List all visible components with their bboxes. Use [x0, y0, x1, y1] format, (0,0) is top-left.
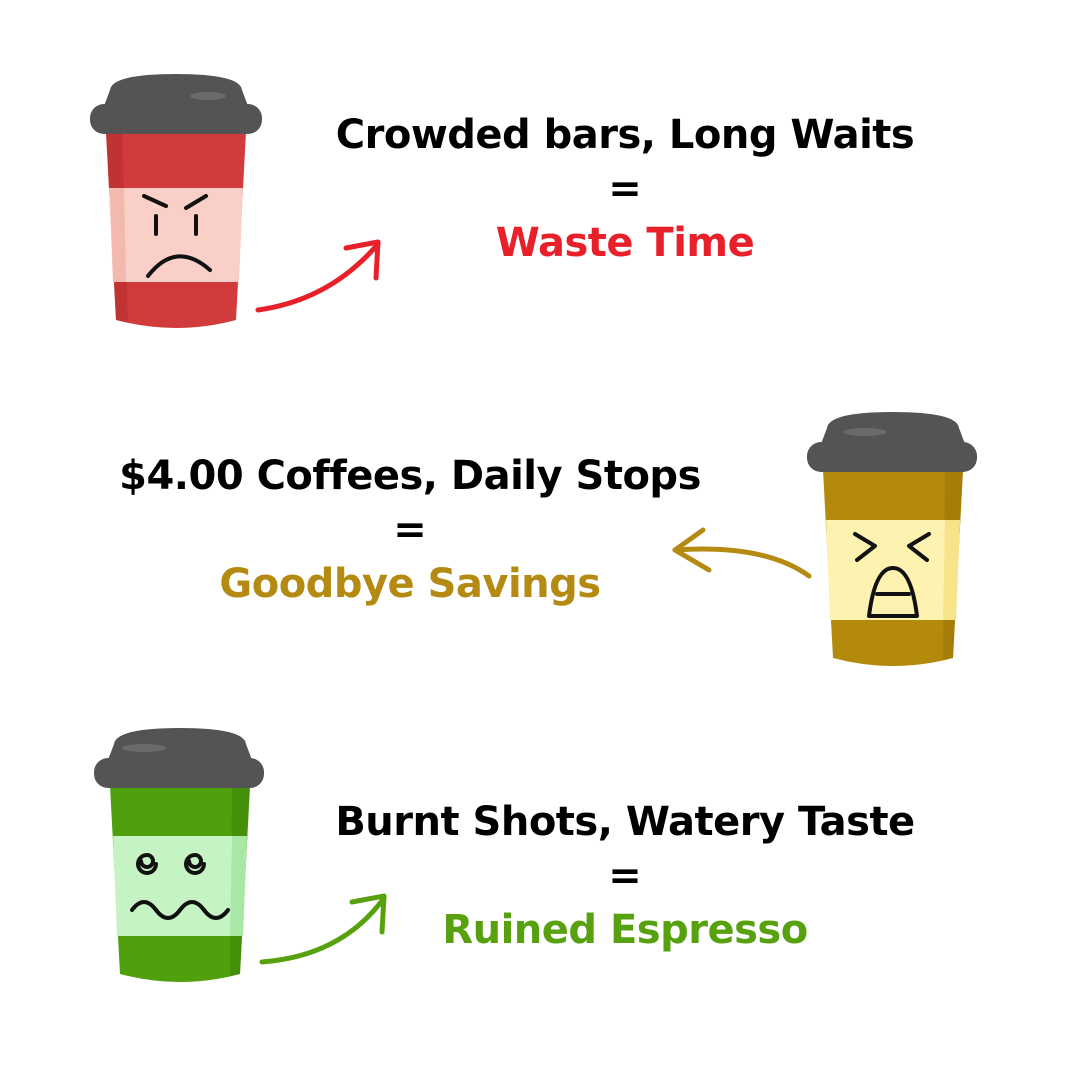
cup-sleeve [109, 188, 243, 282]
cup-lid [104, 74, 248, 106]
result-text: Goodbye Savings [219, 561, 601, 607]
arrow-right-up-icon [255, 239, 381, 313]
result-text: Waste Time [495, 220, 755, 266]
row-ruined-espresso: Burnt Shots, Watery Taste = Ruined Espre… [300, 795, 950, 957]
crying-face-icon [853, 532, 931, 618]
arrow-left-icon [672, 527, 812, 579]
result-text: Ruined Espresso [442, 907, 808, 953]
coffee-cup-dizzy [94, 728, 264, 982]
coffee-cup-crying [807, 412, 977, 666]
row-waste-time: Crowded bars, Long Waits = Waste Time [300, 108, 950, 270]
equals-sign: = [608, 166, 642, 212]
equals-sign: = [608, 853, 642, 899]
cup-sleeve [113, 836, 247, 936]
angry-face-icon [142, 194, 212, 278]
cup-lid [821, 412, 965, 444]
coffee-cup-angry [90, 74, 262, 328]
problem-text: Crowded bars, Long Waits [335, 112, 915, 158]
problem-text: $4.00 Coffees, Daily Stops [119, 453, 701, 499]
equals-sign: = [393, 507, 427, 553]
problem-text: Burnt Shots, Watery Taste [335, 799, 915, 845]
dizzy-face-icon [130, 852, 230, 920]
arrow-right-up-icon [259, 893, 387, 965]
cup-lid [108, 728, 252, 760]
row-goodbye-savings: $4.00 Coffees, Daily Stops = Goodbye Sav… [90, 449, 730, 611]
